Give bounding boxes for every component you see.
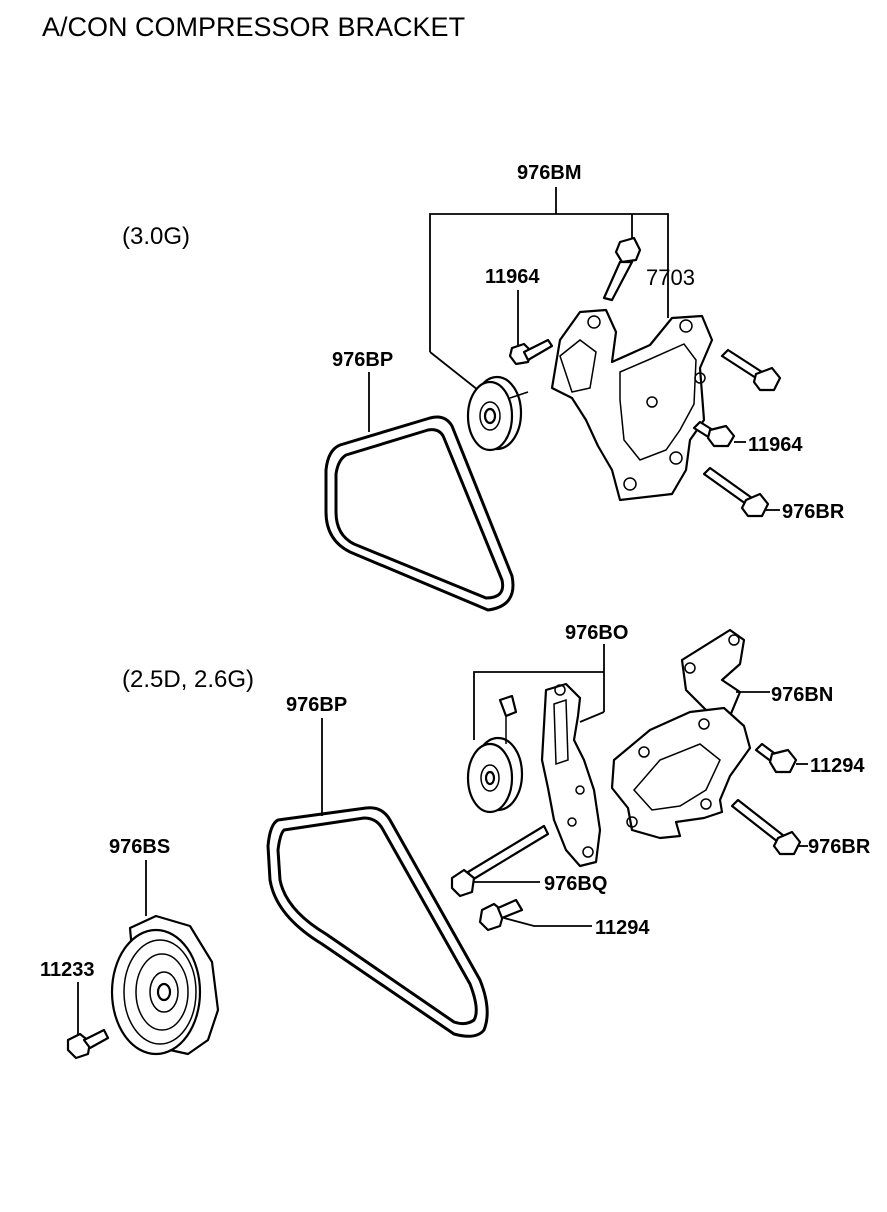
compressor-bracket-top xyxy=(550,308,714,502)
callout-976bn: 976BN xyxy=(771,684,833,706)
callout-976bs: 976BS xyxy=(109,836,170,858)
callout-7703: 7703 xyxy=(646,265,695,290)
bolt-976br-bottom xyxy=(730,798,808,856)
idler-pulley-top xyxy=(466,375,529,452)
callout-11294-bottom: 11294 xyxy=(595,917,650,939)
bolt-upper-right-top xyxy=(720,348,782,392)
bolt-11233 xyxy=(66,982,110,1060)
callout-976bp-bottom: 976BP xyxy=(286,694,347,716)
drive-belt-bottom xyxy=(266,806,489,1038)
adjusting-bracket-bottom xyxy=(540,682,602,868)
bolt-976bq xyxy=(450,824,550,898)
callout-976bo: 976BO xyxy=(565,622,628,644)
callout-11964-right: 11964 xyxy=(748,434,803,456)
section-label-2-5d-2-6g: (2.5D, 2.6G) xyxy=(122,666,254,693)
bolt-976bm xyxy=(602,236,642,302)
bracket-976bn xyxy=(680,628,770,718)
callout-976br-top: 976BR xyxy=(782,501,845,523)
callout-976br-bottom: 976BR xyxy=(808,836,871,858)
drive-belt-top xyxy=(324,415,515,612)
callout-11233: 11233 xyxy=(40,959,95,981)
callout-11294-right: 11294 xyxy=(810,755,865,777)
callout-976bm: 976BM xyxy=(517,162,581,184)
callout-976bq: 976BQ xyxy=(544,873,607,895)
clutch-pulley-976bs xyxy=(110,860,220,1056)
leader-976bm xyxy=(429,187,669,391)
callout-976bp-top: 976BP xyxy=(332,349,393,371)
bolt-11964-right xyxy=(692,420,746,448)
idler-pulley-bottom xyxy=(466,694,524,814)
section-label-3-0g: (3.0G) xyxy=(122,223,190,250)
bolt-976br-top xyxy=(702,466,780,518)
bolt-11964-top xyxy=(508,290,554,366)
diagram-title: A/CON COMPRESSOR BRACKET xyxy=(42,12,465,42)
leader-976bo xyxy=(473,644,605,740)
compressor-bracket-bottom xyxy=(610,706,752,840)
bolt-11294-right xyxy=(754,742,808,774)
callout-11964-top: 11964 xyxy=(485,266,540,288)
bolt-11294-bottom xyxy=(478,898,592,932)
